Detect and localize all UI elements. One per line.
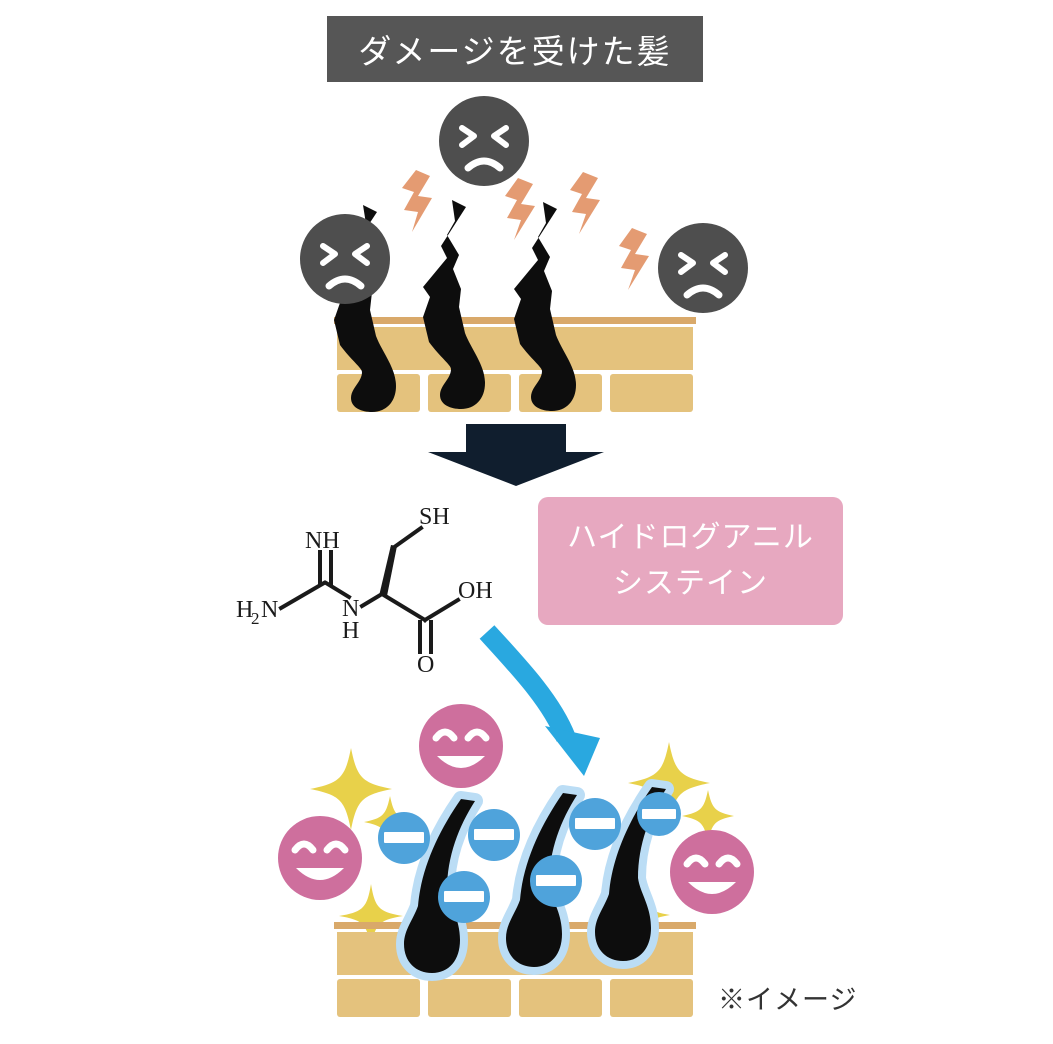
skin-block (519, 979, 602, 1017)
skin-block (519, 374, 602, 412)
skin-band-healthy (337, 932, 693, 975)
healthy-hair-strand (404, 787, 666, 973)
damaged-hair-strand (514, 202, 576, 411)
negative-ion-icon (438, 871, 490, 923)
sparkle-icon (612, 886, 670, 944)
bond-n-ca (359, 591, 385, 609)
bond-ch2-sh (390, 525, 424, 551)
down-arrow-icon (428, 424, 604, 486)
sad-face-icon (300, 214, 390, 304)
atom-label-n-h: H (342, 618, 359, 644)
damaged-hair-strand (334, 205, 396, 412)
bond-ca-cooh (379, 591, 428, 623)
skin-block (610, 979, 693, 1017)
negative-ion-icon (378, 812, 430, 864)
sparkle-icon (310, 748, 392, 830)
atom-label-sh: SH (419, 504, 450, 530)
happy-face-icon (670, 830, 754, 914)
atom-label-n: N (342, 596, 359, 622)
atom-label-h2n: H (236, 597, 253, 623)
skin-block (610, 374, 693, 412)
product-label-badge: ハイドログアニル システイン (538, 497, 843, 625)
header-banner: ダメージを受けた髪 (327, 16, 703, 82)
sparkle-icon (628, 742, 710, 824)
product-label-line1: ハイドログアニル (567, 521, 814, 554)
skin-block (337, 374, 420, 412)
lightning-bolt (570, 172, 600, 234)
healthy-hair-glow (396, 779, 674, 981)
skin-block (428, 374, 511, 412)
atom-label-h2n-sub: 2 (251, 609, 260, 628)
skin-band-damaged (337, 327, 693, 370)
lightning-bolt (402, 170, 432, 232)
sparkle-icon (682, 790, 734, 842)
sad-face-icon (658, 223, 748, 313)
atom-label-oh: OH (458, 578, 493, 604)
negative-ion-icon (569, 798, 621, 850)
bond-c-oh (422, 597, 461, 623)
damaged-hair-strand (423, 200, 485, 409)
footnote-label: ※イメージ (718, 985, 858, 1015)
skin-block (337, 979, 420, 1017)
bond-wedge-ca-ch2 (379, 545, 397, 596)
lightning-bolt (505, 178, 535, 240)
lightning-bolt (619, 228, 649, 290)
skin-block (428, 979, 511, 1017)
happy-face-icon (419, 704, 503, 788)
negative-ion-icon (530, 855, 582, 907)
negative-ion-icon (637, 792, 681, 836)
atom-label-o: O (417, 652, 434, 678)
negative-ion-icon (468, 809, 520, 861)
sad-face-icon (439, 96, 529, 186)
atom-label-nh: NH (305, 528, 340, 554)
product-label-line2: システイン (613, 567, 768, 600)
atom-label-h2n-n: N (261, 597, 278, 623)
sparkle-icon (339, 884, 403, 948)
header-banner-label: ダメージを受けた髪 (358, 33, 672, 70)
happy-face-icon (278, 816, 362, 900)
bond-h2n-c (278, 580, 327, 611)
skin-surface-line-healthy (334, 922, 696, 929)
sparkle-icon (364, 796, 416, 848)
skin-surface-line-damaged (334, 317, 696, 324)
curved-arrow-shaft-icon (479, 625, 576, 742)
curved-arrow-head-icon (545, 726, 600, 776)
bond-c-n (323, 580, 352, 600)
